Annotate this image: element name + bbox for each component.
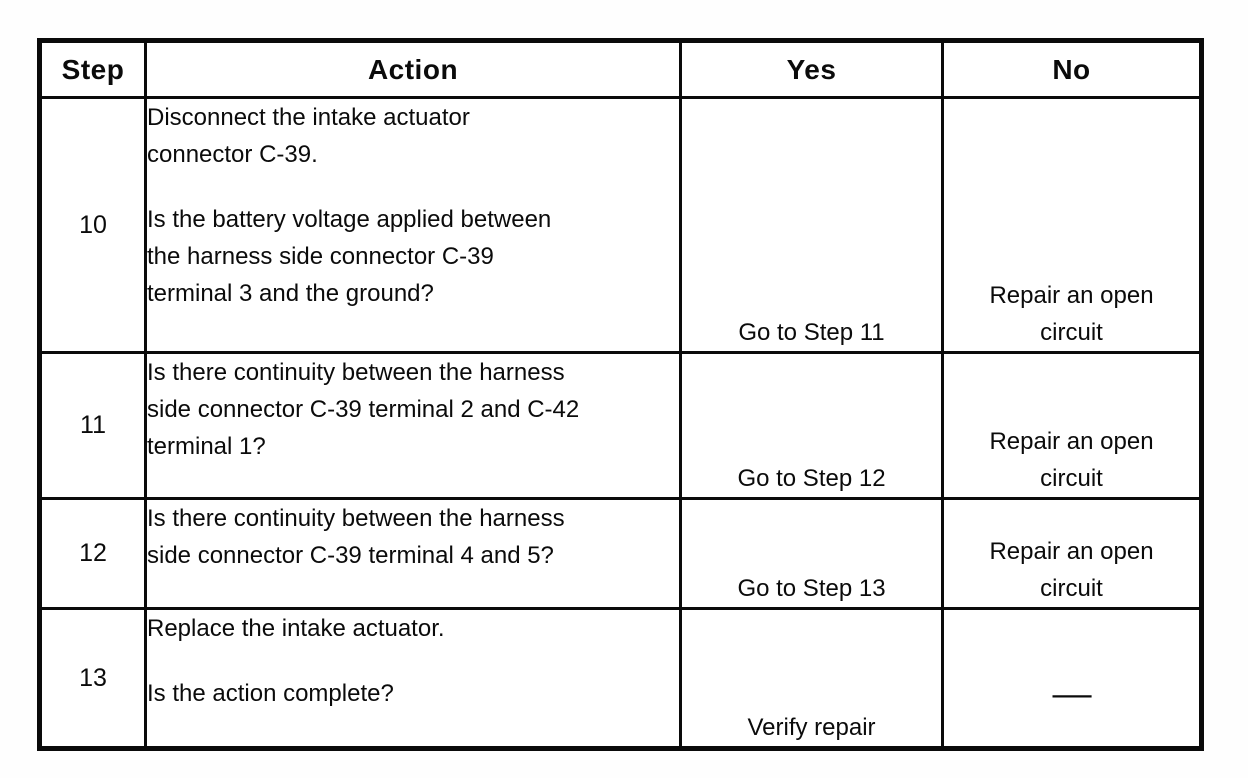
yes-cell: Go to Step 13	[679, 497, 944, 610]
action-paragraph: Disconnect the intake actuator connector…	[147, 104, 470, 168]
empty-dash: —	[1051, 675, 1092, 713]
step-number: 13	[38, 607, 147, 750]
action-paragraph: Replace the intake actuator.	[147, 615, 445, 642]
no-cell: Repair an open circuit	[941, 351, 1203, 500]
action-cell: Replace the intake actuator. Is the acti…	[144, 607, 682, 750]
action-paragraph: Is the action complete?	[147, 680, 394, 707]
column-header-no: No	[941, 39, 1203, 99]
no-cell: Repair an open circuit	[941, 96, 1203, 354]
action-paragraph: Is the battery voltage applied between t…	[147, 206, 552, 307]
step-number: 12	[38, 497, 147, 610]
action-cell: Disconnect the intake actuator connector…	[144, 96, 682, 354]
action-cell: Is there continuity between the harness …	[144, 351, 682, 500]
table-row-step-10: 10 Disconnect the intake actuator connec…	[38, 96, 1203, 354]
action-paragraph: Is there continuity between the harness …	[147, 505, 565, 569]
column-header-yes: Yes	[679, 39, 944, 99]
no-cell: —	[941, 607, 1203, 750]
yes-cell: Verify repair	[679, 607, 944, 750]
yes-cell: Go to Step 11	[679, 96, 944, 354]
yes-cell: Go to Step 12	[679, 351, 944, 500]
step-number: 11	[38, 351, 147, 500]
table-row-step-13: 13 Replace the intake actuator. Is the a…	[38, 607, 1203, 750]
no-cell: Repair an open circuit	[941, 497, 1203, 610]
action-cell: Is there continuity between the harness …	[144, 497, 682, 610]
action-paragraph: Is there continuity between the harness …	[147, 359, 580, 460]
step-number: 10	[38, 96, 147, 354]
column-header-action: Action	[144, 39, 682, 99]
table-row-step-11: 11 Is there continuity between the harne…	[38, 351, 1203, 500]
table-header-row: Step Action Yes No	[38, 39, 1203, 99]
diagnostic-steps-table: Step Action Yes No 10 Disconnect the int…	[37, 38, 1204, 751]
column-header-step: Step	[38, 39, 147, 99]
table-row-step-12: 12 Is there continuity between the harne…	[38, 497, 1203, 610]
